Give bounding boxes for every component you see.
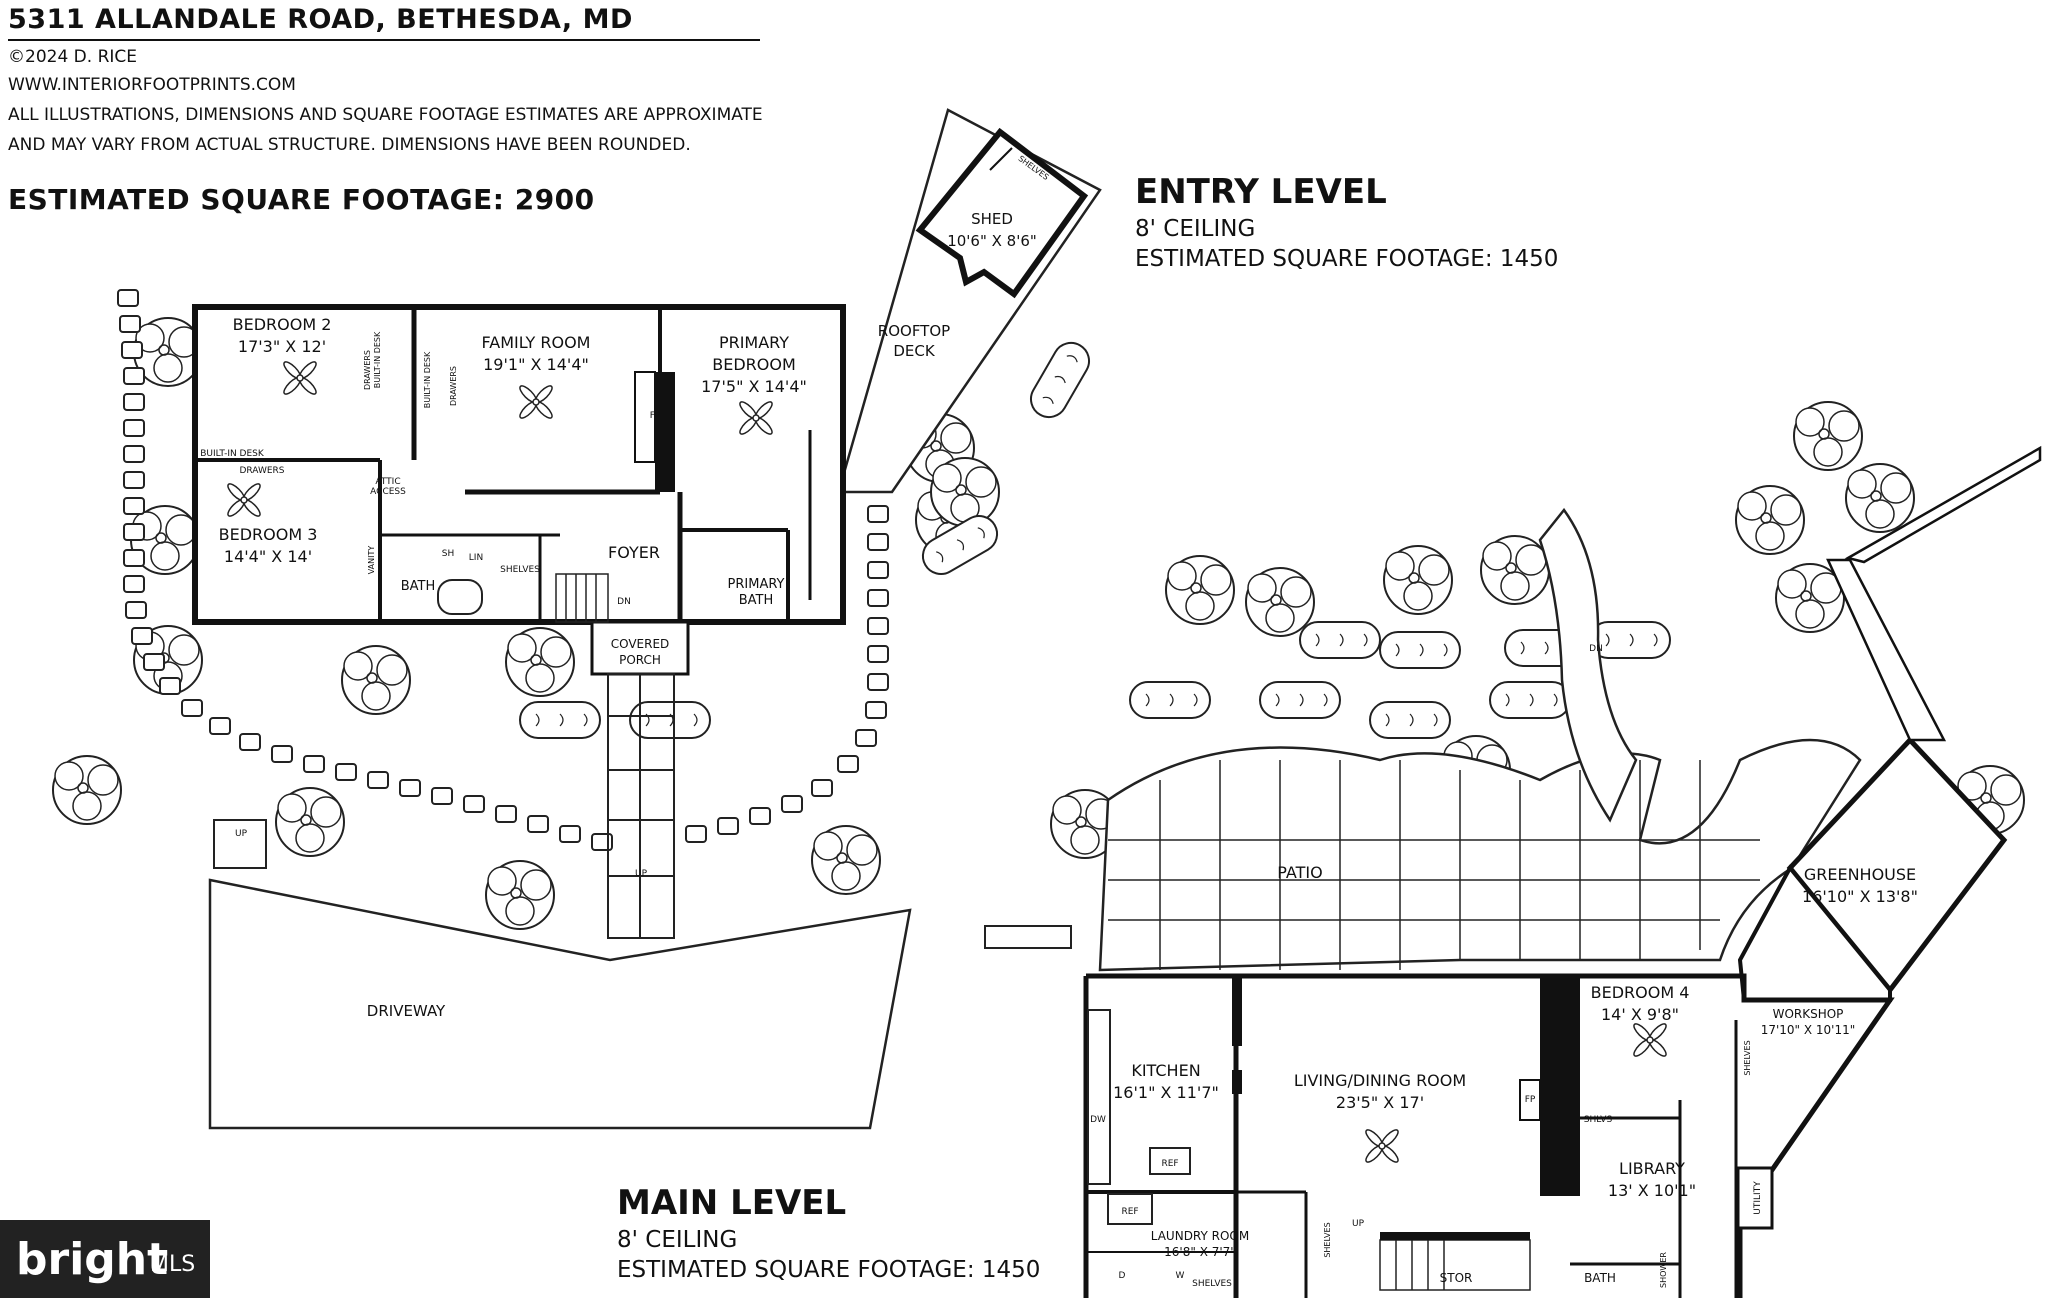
primary-bath-name-2: BATH	[739, 593, 774, 608]
workshop-dims: 17'10" X 10'11"	[1761, 1023, 1856, 1037]
side-stairs	[213, 819, 267, 869]
header-divider	[8, 39, 760, 41]
main-level-caption: MAIN LEVEL 8' CEILING ESTIMATED SQUARE F…	[617, 1183, 1040, 1283]
property-address: 5311 ALLANDALE ROAD, BETHESDA, MD	[8, 4, 633, 35]
drawers-vertical-1: DRAWERS	[363, 350, 372, 390]
library-name: LIBRARY	[1619, 1159, 1685, 1178]
covered-porch	[590, 620, 690, 676]
laundry-shelves-label: SHELVES	[1192, 1279, 1232, 1289]
patio-label: PATIO	[1277, 863, 1322, 882]
website-text: WWW.INTERIORFOOTPRINTS.COM	[8, 75, 296, 95]
bright-mls-watermark: bright MLS	[0, 1220, 210, 1298]
shed-dims: 10'6" X 8'6"	[947, 232, 1037, 250]
kitchen-counter	[1087, 1009, 1111, 1185]
storage-label: STOR	[1440, 1271, 1473, 1285]
main-up-label: UP	[1352, 1219, 1365, 1229]
shed	[915, 127, 1089, 299]
driveway-label: DRIVEWAY	[367, 1002, 446, 1020]
main-level-sqft: ESTIMATED SQUARE FOOTAGE: 1450	[617, 1257, 1041, 1283]
rooftop-deck-name-2: DECK	[893, 342, 936, 360]
built-in-desk-vertical-2: BUILT-IN DESK	[423, 351, 432, 408]
washer-label: W	[1176, 1271, 1185, 1281]
entry-level-walls	[192, 304, 846, 625]
drawers-label: DRAWERS	[239, 466, 284, 476]
kitchen-name: KITCHEN	[1131, 1061, 1200, 1080]
walkway-up-label: UP	[635, 869, 648, 879]
utility-closet	[1736, 1166, 1774, 1230]
dishwasher-label: DW	[1090, 1115, 1106, 1125]
library-dims: 13' X 10'1"	[1608, 1181, 1696, 1200]
disclaimer-line-2: AND MAY VARY FROM ACTUAL STRUCTURE. DIME…	[8, 135, 691, 155]
living-dining-dims: 23'5" X 17'	[1336, 1093, 1424, 1112]
watermark-suffix: MLS	[150, 1252, 196, 1277]
utility-label: UTILITY	[1753, 1181, 1763, 1215]
total-square-footage: ESTIMATED SQUARE FOOTAGE: 2900	[8, 183, 595, 216]
main-shelves-label: SHELVES	[1323, 1222, 1332, 1257]
workshop-name: WORKSHOP	[1773, 1007, 1844, 1021]
entry-level-title: ENTRY LEVEL	[1135, 172, 1387, 212]
kitchen-dims: 16'1" X 11'7"	[1113, 1083, 1219, 1102]
bedroom2-name: BEDROOM 2	[233, 315, 332, 334]
built-in-desk-label: BUILT-IN DESK	[200, 449, 265, 459]
main-fireplace	[1540, 976, 1580, 1196]
entry-level-caption: ENTRY LEVEL 8' CEILING ESTIMATED SQUARE …	[1135, 172, 1558, 272]
watermark-brand: bright	[16, 1234, 169, 1285]
entry-level-ceiling: 8' CEILING	[1135, 216, 1256, 242]
main-fp-label: FP	[1525, 1095, 1536, 1105]
drawers-vertical-2: DRAWERS	[449, 366, 458, 406]
family-room-name: FAMILY ROOM	[482, 333, 591, 352]
shlvs-label: SHLVS	[1584, 1115, 1613, 1125]
laundry-ref-label: REF	[1121, 1207, 1138, 1217]
disclaimer-line-1: ALL ILLUSTRATIONS, DIMENSIONS AND SQUARE…	[8, 105, 763, 125]
primary-bedroom-name-2: BEDROOM	[712, 355, 796, 374]
curved-stair-dn-label: DN	[1589, 644, 1603, 654]
foyer-label: FOYER	[608, 543, 660, 562]
attic-label-1: ATTIC	[375, 477, 400, 487]
entry-bath-label: BATH	[401, 579, 436, 594]
main-level-ceiling: 8' CEILING	[617, 1227, 738, 1253]
workshop-shelves-label: SHELVES	[1743, 1040, 1752, 1075]
laundry-dims: 16'8" X 7'7"	[1164, 1245, 1236, 1259]
attic-label-2: ACCESS	[370, 487, 406, 497]
copyright-text: ©2024 D. RICE	[8, 47, 138, 67]
shower-label: SH	[442, 549, 454, 559]
shed-name: SHED	[971, 210, 1013, 228]
front-walkway	[607, 673, 675, 939]
shelves-label: SHELVES	[500, 565, 540, 575]
family-room-dims: 19'1" X 14'4"	[483, 355, 589, 374]
primary-bath-name-1: PRIMARY	[728, 577, 785, 592]
built-in-desk-vertical-1: BUILT-IN DESK	[373, 331, 382, 388]
kitchen-ref-label: REF	[1161, 1159, 1178, 1169]
entry-fp-label: FP	[650, 411, 661, 421]
foyer-stairs	[555, 573, 609, 623]
patio-area	[984, 738, 1862, 972]
linen-label: LIN	[469, 553, 483, 563]
bedroom3-name: BEDROOM 3	[219, 525, 318, 544]
bedroom3-dims: 14'4" X 14'	[224, 547, 312, 566]
laundry-name: LAUNDRY ROOM	[1151, 1229, 1249, 1243]
driveway-outline	[208, 878, 912, 1130]
bedroom2-dims: 17'3" X 12'	[238, 337, 326, 356]
bedroom4-name: BEDROOM 4	[1591, 983, 1690, 1002]
side-stairs-up-label: UP	[235, 829, 248, 839]
dryer-label: D	[1119, 1271, 1126, 1281]
primary-bedroom-dims: 17'5" X 14'4"	[701, 377, 807, 396]
vanity-label: VANITY	[367, 546, 376, 575]
shower-fixture-label: SHOWER	[1659, 1252, 1668, 1288]
bedroom4-dims: 14' X 9'8"	[1601, 1005, 1679, 1024]
curved-stair-path	[1538, 507, 1638, 823]
entry-fireplace	[655, 372, 675, 492]
entry-level-sqft: ESTIMATED SQUARE FOOTAGE: 1450	[1135, 246, 1559, 272]
foyer-dn-label: DN	[617, 597, 631, 607]
greenhouse-name: GREENHOUSE	[1804, 865, 1916, 884]
primary-bedroom-name-1: PRIMARY	[719, 333, 789, 352]
main-level-title: MAIN LEVEL	[617, 1183, 847, 1223]
porch-name-2: PORCH	[619, 653, 661, 667]
living-dining-name: LIVING/DINING ROOM	[1294, 1071, 1466, 1090]
rooftop-deck-name-1: ROOFTOP	[878, 322, 950, 340]
porch-name-1: COVERED	[611, 637, 670, 651]
greenhouse-dims: 16'10" X 13'8"	[1802, 887, 1918, 906]
main-bath-label: BATH	[1584, 1271, 1616, 1285]
